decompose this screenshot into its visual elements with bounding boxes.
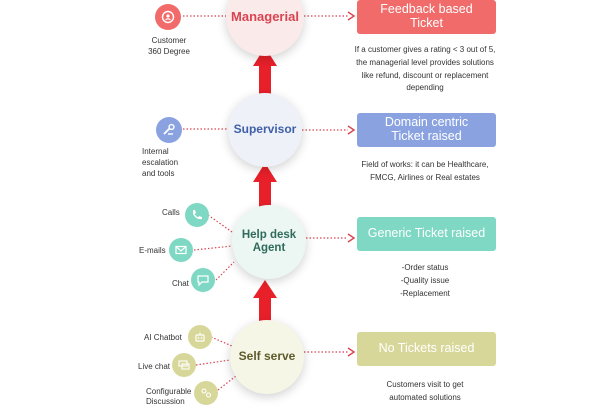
desc-quality-issue: -Quality issue xyxy=(400,275,450,285)
arrowhead-supervisor xyxy=(347,125,356,135)
email-icon xyxy=(169,238,193,262)
selfserve-description: Customers visit to get automated solutio… xyxy=(386,380,464,402)
calls-label: Calls xyxy=(162,208,180,217)
feedback-ticket-box: Feedback based Ticket xyxy=(357,0,496,34)
feedback-ticket-label: Feedback based Ticket xyxy=(380,2,473,30)
up-arrow-selfserve-to-helpdesk xyxy=(253,280,277,324)
arrowhead-managerial xyxy=(347,11,356,21)
supervisor-description: Field of works: it can be Healthcare, FM… xyxy=(361,160,489,182)
generic-ticket-label: Generic Ticket raised xyxy=(367,226,486,241)
connector-emails xyxy=(193,245,233,251)
helpdesk-node: Help desk Agent xyxy=(232,205,306,279)
connector-chat xyxy=(215,261,235,281)
discussion-icon xyxy=(194,381,218,405)
arrowhead-selfserve xyxy=(347,347,356,357)
connector-livechat xyxy=(195,359,231,366)
managerial-description: If a customer gives a rating < 3 out of … xyxy=(354,45,496,93)
helpdesk-description: -Order status -Quality issue -Replacemen… xyxy=(350,262,500,300)
no-tickets-label: No Tickets raised xyxy=(378,341,475,356)
chat-icon xyxy=(191,268,215,292)
supervisor-node: Supervisor xyxy=(228,93,302,167)
managerial-label: Managerial xyxy=(231,8,299,24)
supervisor-label: Supervisor xyxy=(233,122,297,137)
chat-label: Chat xyxy=(172,279,189,288)
connector-discussion xyxy=(217,375,237,391)
helpdesk-label: Help desk Agent xyxy=(241,228,297,254)
live-chat-icon xyxy=(172,353,196,377)
emails-label: E-mails xyxy=(139,246,166,255)
escalation-tools-icon xyxy=(156,117,182,143)
up-arrows xyxy=(253,47,277,324)
refresh-users-icon xyxy=(155,4,181,30)
phone-icon xyxy=(185,203,209,227)
connector-chatbot xyxy=(210,336,233,347)
customer360-label: Customer 360 Degree xyxy=(148,36,190,56)
connector-calls xyxy=(207,214,233,233)
generic-ticket-box: Generic Ticket raised xyxy=(357,217,496,251)
domain-ticket-box: Domain centric Ticket raised xyxy=(357,113,496,147)
internal-escalation-label: Internal escalation and tools xyxy=(142,147,179,178)
live-chat-label: Live chat xyxy=(138,362,171,371)
domain-ticket-label: Domain centric Ticket raised xyxy=(384,115,469,143)
robot-icon xyxy=(188,325,212,349)
configurable-discussion-label: Configurable Discussion xyxy=(146,387,192,407)
up-arrow-supervisor-to-managerial xyxy=(253,47,277,94)
desc-replacement: -Replacement xyxy=(400,288,450,298)
no-tickets-box: No Tickets raised xyxy=(357,332,496,366)
selfserve-node: Self serve xyxy=(230,320,304,394)
selfserve-label: Self serve xyxy=(238,349,296,364)
ai-chatbot-label: AI Chatbot xyxy=(144,333,182,342)
arrowhead-helpdesk xyxy=(347,233,356,243)
up-arrow-helpdesk-to-supervisor xyxy=(253,163,277,210)
desc-order-status: -Order status xyxy=(401,263,449,272)
